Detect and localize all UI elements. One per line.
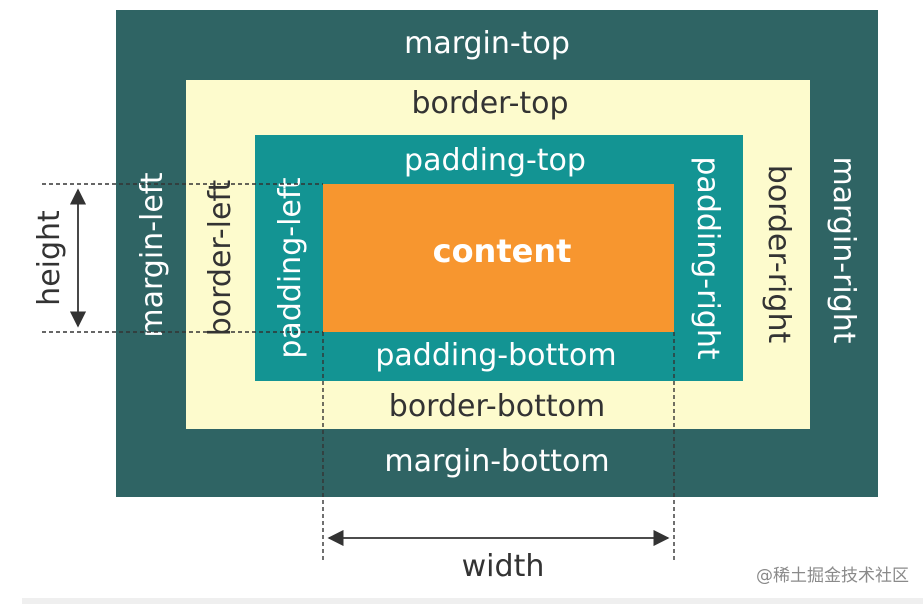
- height-label: height: [32, 210, 67, 306]
- margin-bottom-label: margin-bottom: [384, 444, 610, 479]
- border-top-label: border-top: [411, 86, 569, 121]
- width-label: width: [461, 549, 545, 584]
- content-label: content: [432, 232, 572, 270]
- padding-top-label: padding-top: [404, 143, 586, 178]
- bottom-divider: [22, 598, 923, 604]
- border-bottom-label: border-bottom: [388, 389, 606, 424]
- content-area: [323, 184, 674, 332]
- padding-bottom-label: padding-bottom: [375, 338, 617, 373]
- watermark: @稀土掘金技术社区: [756, 566, 909, 586]
- margin-top-label: margin-top: [404, 26, 570, 61]
